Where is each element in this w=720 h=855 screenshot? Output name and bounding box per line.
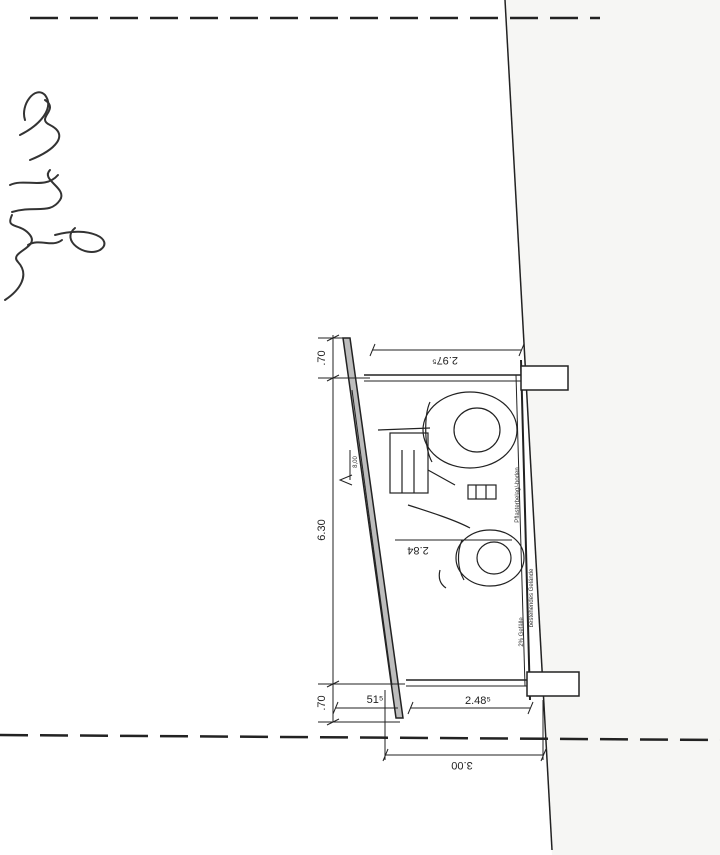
note-floor: Pflasterbelag/-boden bbox=[515, 467, 521, 522]
bottom-dashed-boundary bbox=[0, 733, 720, 742]
note-existing-terrain: bestehendes Gelände bbox=[529, 568, 535, 627]
right-wall-inner bbox=[515, 374, 526, 687]
dim-bottom-width: 2.48⁵ bbox=[465, 695, 491, 707]
note-slope: 2% Gefälle bbox=[519, 617, 525, 647]
roof-inner-line bbox=[351, 389, 393, 686]
handwritten-signature bbox=[4, 91, 106, 301]
dimension-lines bbox=[318, 334, 547, 762]
dim-bottom-overhang: .70 bbox=[316, 695, 328, 710]
plot-boundary-line bbox=[504, 0, 553, 851]
dim-inner-width: 2.84 bbox=[407, 544, 428, 556]
dim-overall-width: 3.00 bbox=[451, 759, 472, 771]
dim-top-overhang: .70 bbox=[316, 350, 328, 365]
tractor-symbol bbox=[377, 391, 525, 589]
dim-left-offset: 51⁵ bbox=[367, 694, 384, 706]
top-foundation-block bbox=[520, 365, 569, 391]
dim-total-length: 6.30 bbox=[316, 519, 328, 540]
dim-top-width: 2.97⁵ bbox=[432, 354, 458, 366]
note-roof-pitch: 8,00 bbox=[353, 456, 359, 468]
carport-side-wall bbox=[342, 337, 404, 719]
bottom-foundation-block bbox=[526, 671, 580, 697]
neighbor-plot-area bbox=[505, 0, 720, 855]
right-wall bbox=[520, 359, 531, 701]
